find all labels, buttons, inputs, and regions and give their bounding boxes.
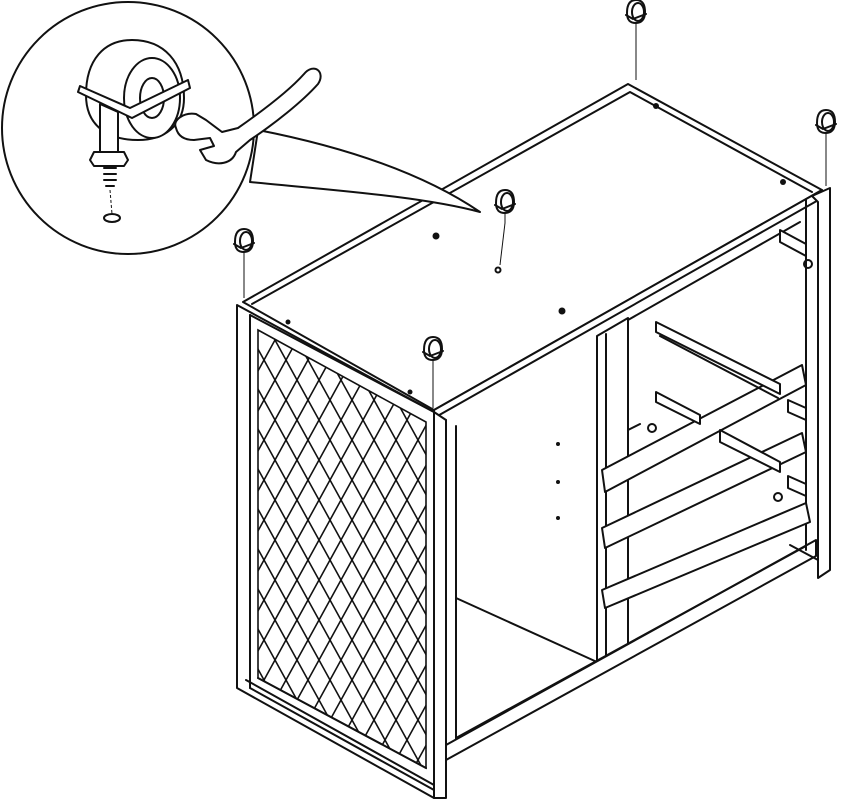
cabinet-body [236,83,831,799]
detail-callout [1,1,481,255]
mesh-side-panel [236,304,447,799]
wrench-icon [174,67,322,165]
rear-right-leg [811,187,831,579]
drawer-runner [601,229,811,609]
caster-detail [77,39,191,223]
caster-wheel [233,0,837,408]
